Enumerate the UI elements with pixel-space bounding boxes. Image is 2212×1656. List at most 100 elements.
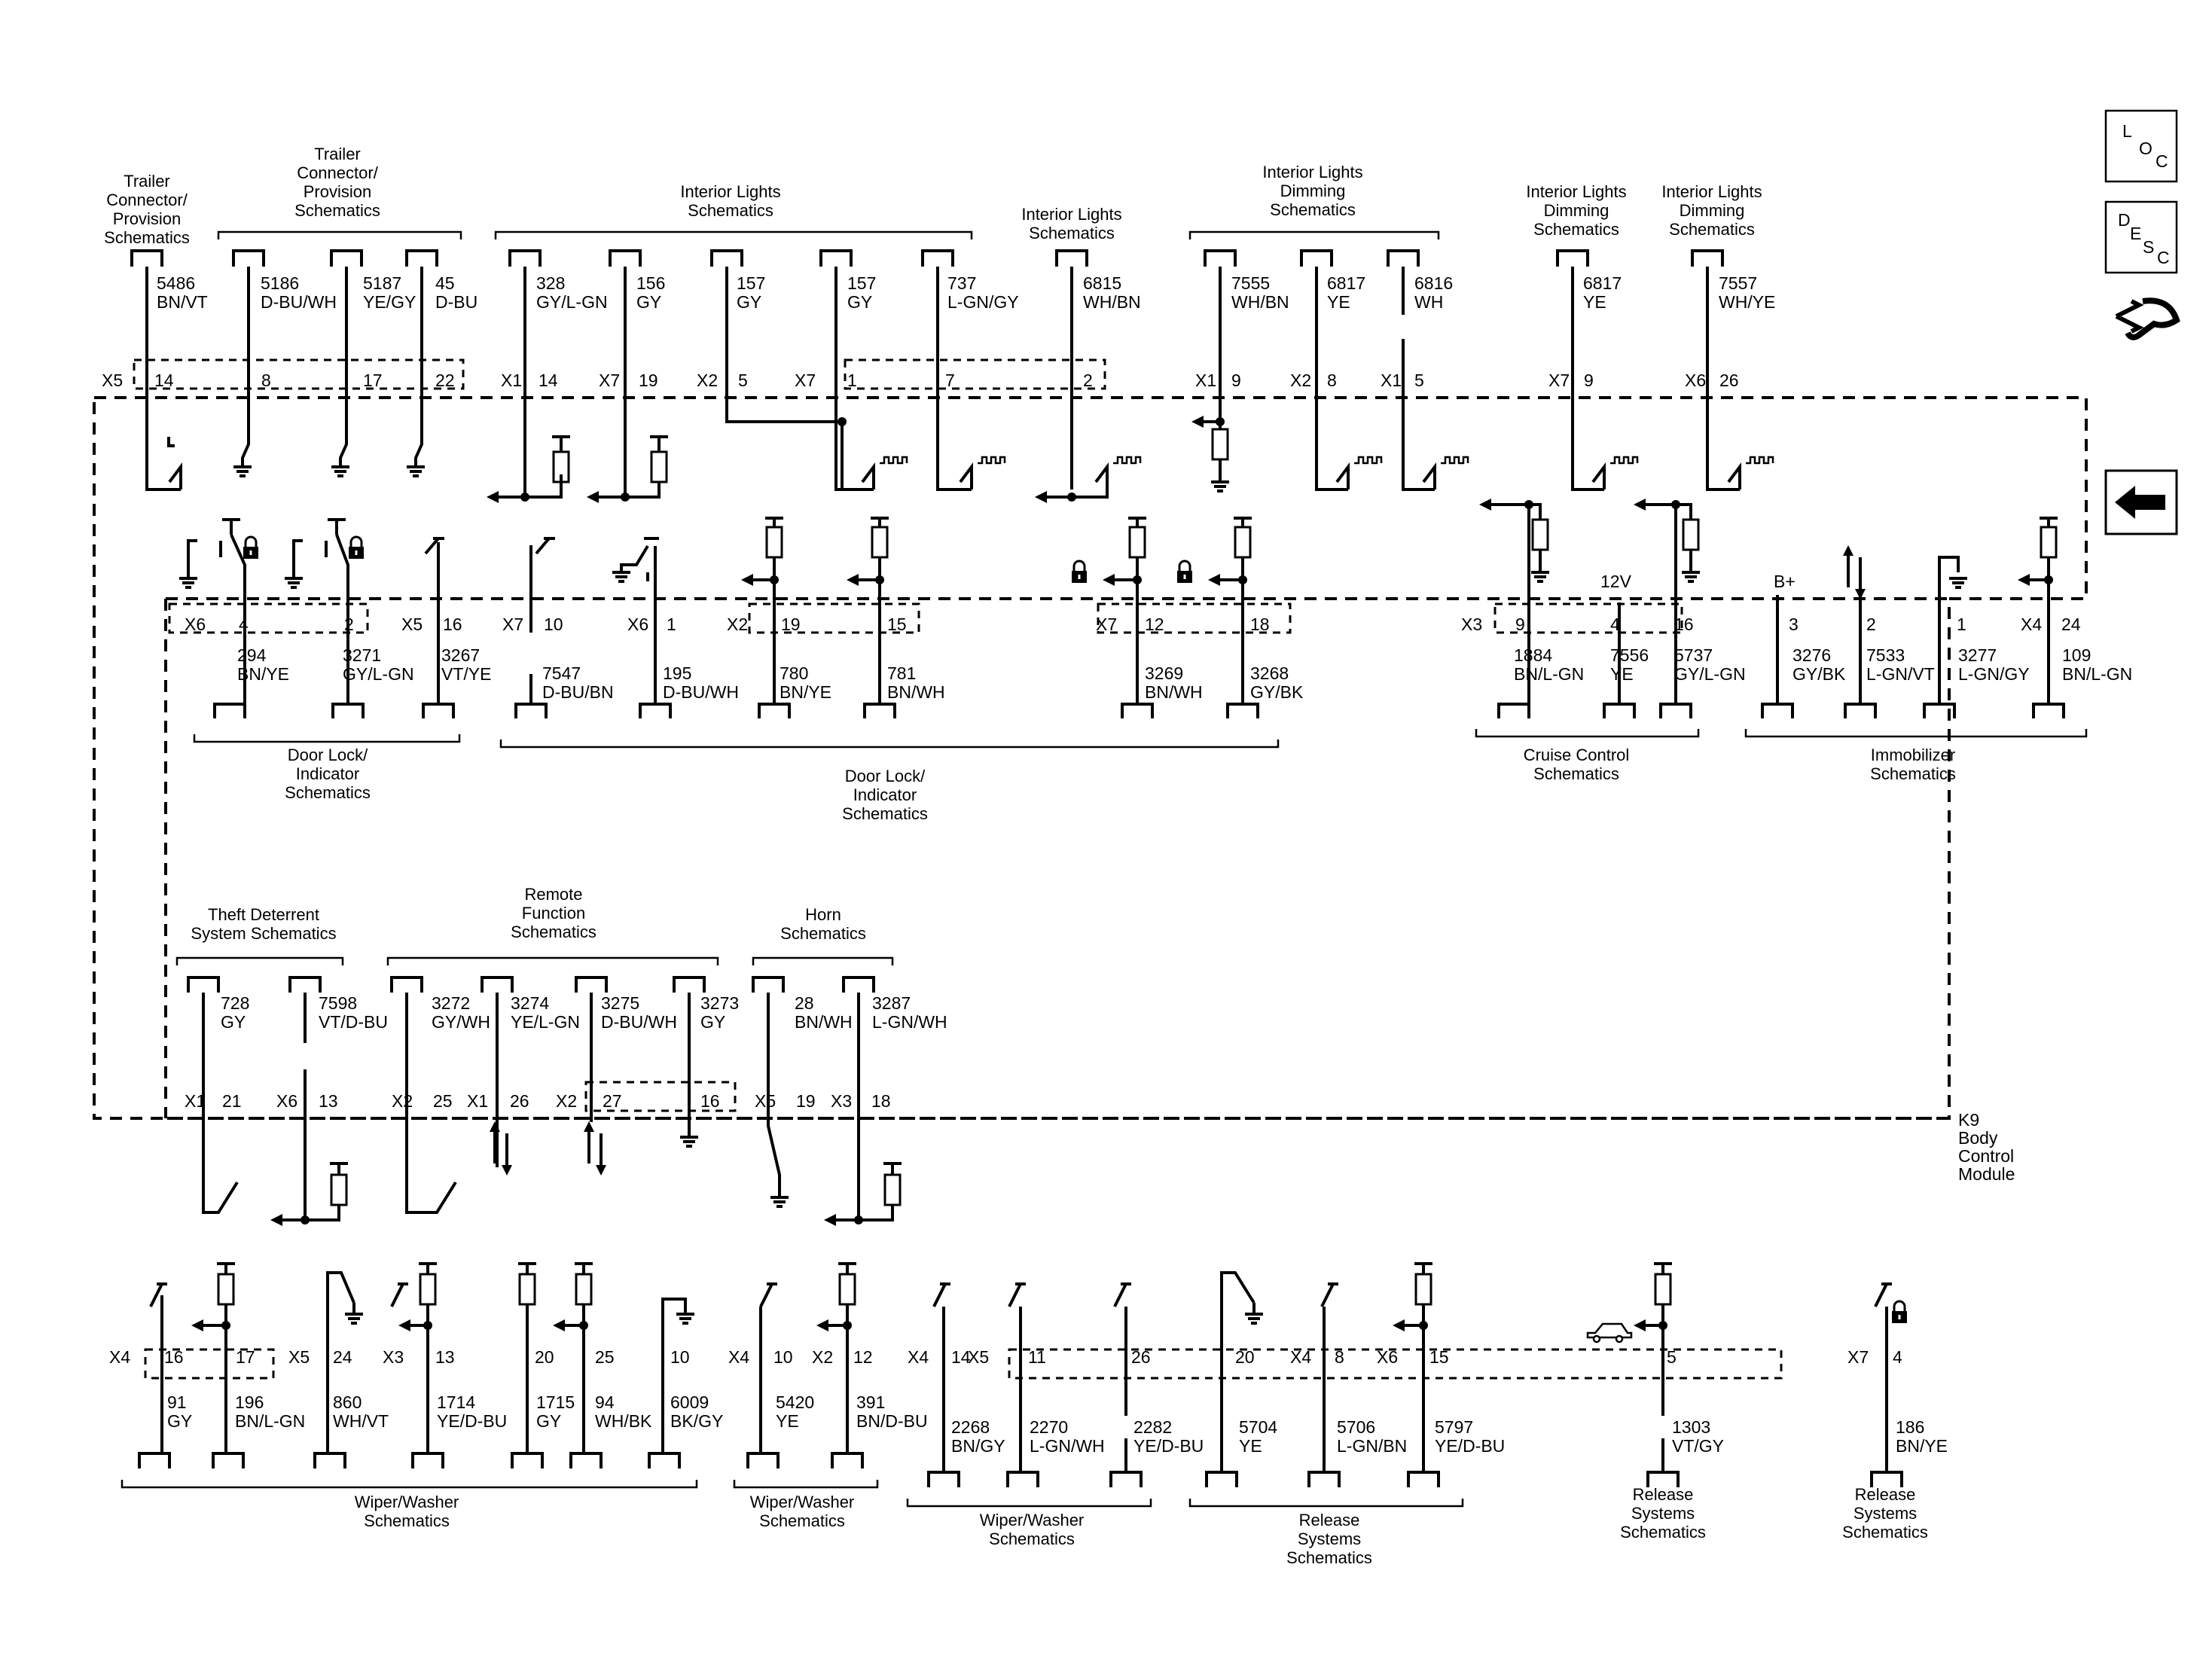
circuit-number: 6817: [1327, 273, 1365, 293]
group-title: Systems: [1298, 1529, 1361, 1548]
module-label: Module: [1958, 1164, 2015, 1184]
group-title: Schematics: [688, 201, 773, 220]
wire-color: BK/GY: [670, 1411, 723, 1431]
pin-number: 3: [1789, 615, 1799, 634]
pin-number: 19: [781, 615, 801, 634]
option-code: UA2/UTC: [1016, 0, 1090, 4]
circuit-number: 1884: [1514, 645, 1552, 665]
pin-number: 8: [1327, 371, 1337, 390]
tools-icon: [2115, 297, 2180, 340]
pin-number: 7: [945, 371, 955, 390]
group-title: Connector/: [297, 163, 379, 182]
pin-number: 14: [951, 1347, 971, 1367]
pin-number: 2: [344, 615, 354, 634]
wire-color: BN/L-GN: [2062, 664, 2132, 684]
group-title: Schematics: [1533, 220, 1619, 239]
group-title: Systems: [1631, 1504, 1695, 1523]
connector-id: X2: [556, 1091, 577, 1111]
wire-color: GY/L-GN: [343, 664, 414, 684]
voltage-label: B+: [1774, 572, 1796, 591]
group-title: Schematics: [364, 1511, 450, 1530]
circuit-number: 5420: [776, 1392, 814, 1412]
connector-id: X6: [627, 615, 648, 634]
group-title: Schematics: [285, 783, 371, 802]
loc-icon: [2104, 109, 2178, 183]
pin-number: 1: [847, 371, 857, 390]
circuit-number: 7557: [1719, 273, 1757, 293]
circuit-number: 109: [2062, 645, 2091, 665]
group-title: Provision: [304, 182, 371, 201]
wire-color: L-GN/WH: [1030, 1436, 1105, 1456]
pin-number: 5: [1414, 371, 1424, 390]
group-title: System Schematics: [191, 924, 336, 943]
module-label: K9: [1958, 1110, 1979, 1130]
pin-number: 4: [239, 615, 249, 634]
circuit-number: 3287: [872, 993, 911, 1013]
pin-number: 9: [1231, 371, 1241, 390]
connector-id: X2: [697, 371, 718, 390]
pin-number: 12: [853, 1347, 873, 1367]
circuit-number: 6817: [1583, 273, 1622, 293]
pin-number: 5: [738, 371, 748, 390]
pin-number: 12: [1145, 615, 1164, 634]
wire-color: YE: [776, 1411, 799, 1431]
wire-color: WH/BN: [1083, 292, 1141, 312]
circuit-number: 7547: [542, 663, 581, 683]
pin-number: 4: [1893, 1347, 1902, 1367]
desc-icon-letter: D: [2118, 210, 2131, 230]
pin-number: 25: [595, 1347, 615, 1367]
group-title: Wiper/Washer: [750, 1493, 855, 1511]
loc-icon-letter: L: [2122, 121, 2132, 141]
group-title: Schematics: [1286, 1548, 1372, 1567]
group-title: Trailer: [314, 145, 361, 163]
wire-color: WH/BN: [1231, 292, 1289, 312]
circuit-number: 157: [737, 273, 765, 293]
connector-id: X7: [502, 615, 523, 634]
connector-id: X1: [1195, 371, 1216, 390]
connector-id: X5: [288, 1347, 310, 1367]
group-title: Trailer: [124, 172, 170, 191]
circuit-number: 5486: [157, 273, 195, 293]
circuit-number: 7533: [1866, 645, 1905, 665]
wire-color: WH/YE: [1719, 292, 1775, 312]
wire-color: VT/YE: [441, 664, 491, 684]
connector-id: X7: [1548, 371, 1570, 390]
wire-color: D-BU/BN: [542, 682, 614, 702]
pin-number: 27: [603, 1091, 622, 1111]
wire-color: YE/L-GN: [511, 1012, 580, 1032]
connector-id: X6: [185, 615, 206, 634]
pin-number: 8: [1335, 1347, 1344, 1367]
wire-color: YE: [1583, 292, 1606, 312]
circuit-number: 3275: [601, 993, 639, 1013]
group-title: Schematics: [989, 1529, 1075, 1548]
circuit-number: 1714: [437, 1392, 475, 1412]
pin-number: 13: [319, 1091, 338, 1111]
pin-number: 10: [670, 1347, 690, 1367]
mid-connector-stubs: [213, 703, 2065, 718]
module-outline: [93, 396, 2088, 1120]
pin-number: 1: [667, 615, 676, 634]
connector-id: X4: [2021, 615, 2042, 634]
group-title: Dimming: [1680, 201, 1745, 220]
group-title: Schematics: [1842, 1523, 1928, 1542]
circuit-number: 3268: [1250, 663, 1289, 683]
circuit-number: 7555: [1231, 273, 1270, 293]
circuit-number: 156: [636, 273, 665, 293]
pin-number: 13: [435, 1347, 455, 1367]
circuit-number: 3273: [700, 993, 739, 1013]
group-title: Indicator: [296, 764, 359, 783]
pullup-resistor: [485, 435, 570, 505]
circuit-number: 5187: [363, 273, 401, 293]
option-code: -TB5: [1384, 0, 1421, 4]
connector-id: X7: [1847, 1347, 1869, 1367]
pwm-waves: [880, 456, 1774, 465]
group-title: Schematics: [294, 201, 380, 220]
group-title: Theft Deterrent: [208, 905, 319, 924]
voltage-label: 12V: [1600, 572, 1632, 591]
wire-color: GY/BK: [1792, 664, 1846, 684]
group-title: Schematics: [1870, 764, 1956, 783]
group-title: Door Lock/: [288, 746, 368, 764]
bidirectional-arrow: [1843, 545, 1866, 599]
wire-color: BN/GY: [951, 1436, 1005, 1456]
wire-color: L-GN/VT: [1866, 664, 1935, 684]
